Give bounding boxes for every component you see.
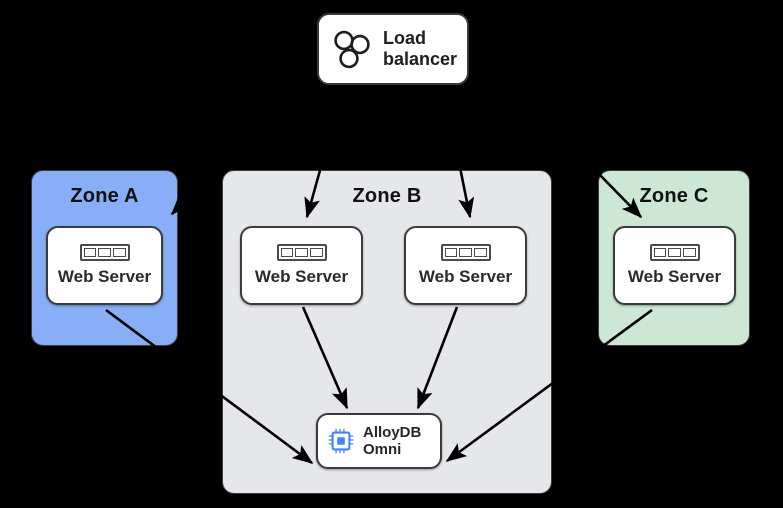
alloydb-omni-node[interactable]: AlloyDB Omni — [316, 413, 442, 469]
zone-a-web-server-label: Web Server — [57, 267, 152, 286]
server-rack-icon — [276, 244, 327, 261]
zone-b-title: Zone B — [352, 185, 422, 207]
zone-b-web-server-1-label: Web Server — [254, 267, 349, 286]
alloydb-omni-label: AlloyDB Omni — [363, 423, 422, 458]
zone-c-web-server-label: Web Server — [627, 267, 722, 286]
zone-b-web-server-2-label: Web Server — [418, 267, 513, 286]
load-balancer-node[interactable]: Load balancer — [317, 13, 469, 85]
zone-b-web-server-2-node[interactable]: Web Server — [404, 226, 527, 305]
server-rack-icon — [79, 244, 130, 261]
zone-a-web-server-node[interactable]: Web Server — [46, 226, 163, 305]
zone-c-title: Zone C — [639, 185, 709, 207]
zone-c-web-server-node[interactable]: Web Server — [613, 226, 736, 305]
cpu-chip-icon — [328, 428, 354, 454]
server-rack-icon — [440, 244, 491, 261]
server-rack-icon — [649, 244, 700, 261]
zone-a-title: Zone A — [70, 185, 139, 207]
load-balancer-label: Load balancer — [383, 27, 458, 69]
zone-b-web-server-1-node[interactable]: Web Server — [240, 226, 363, 305]
three-circles-icon — [332, 29, 372, 69]
